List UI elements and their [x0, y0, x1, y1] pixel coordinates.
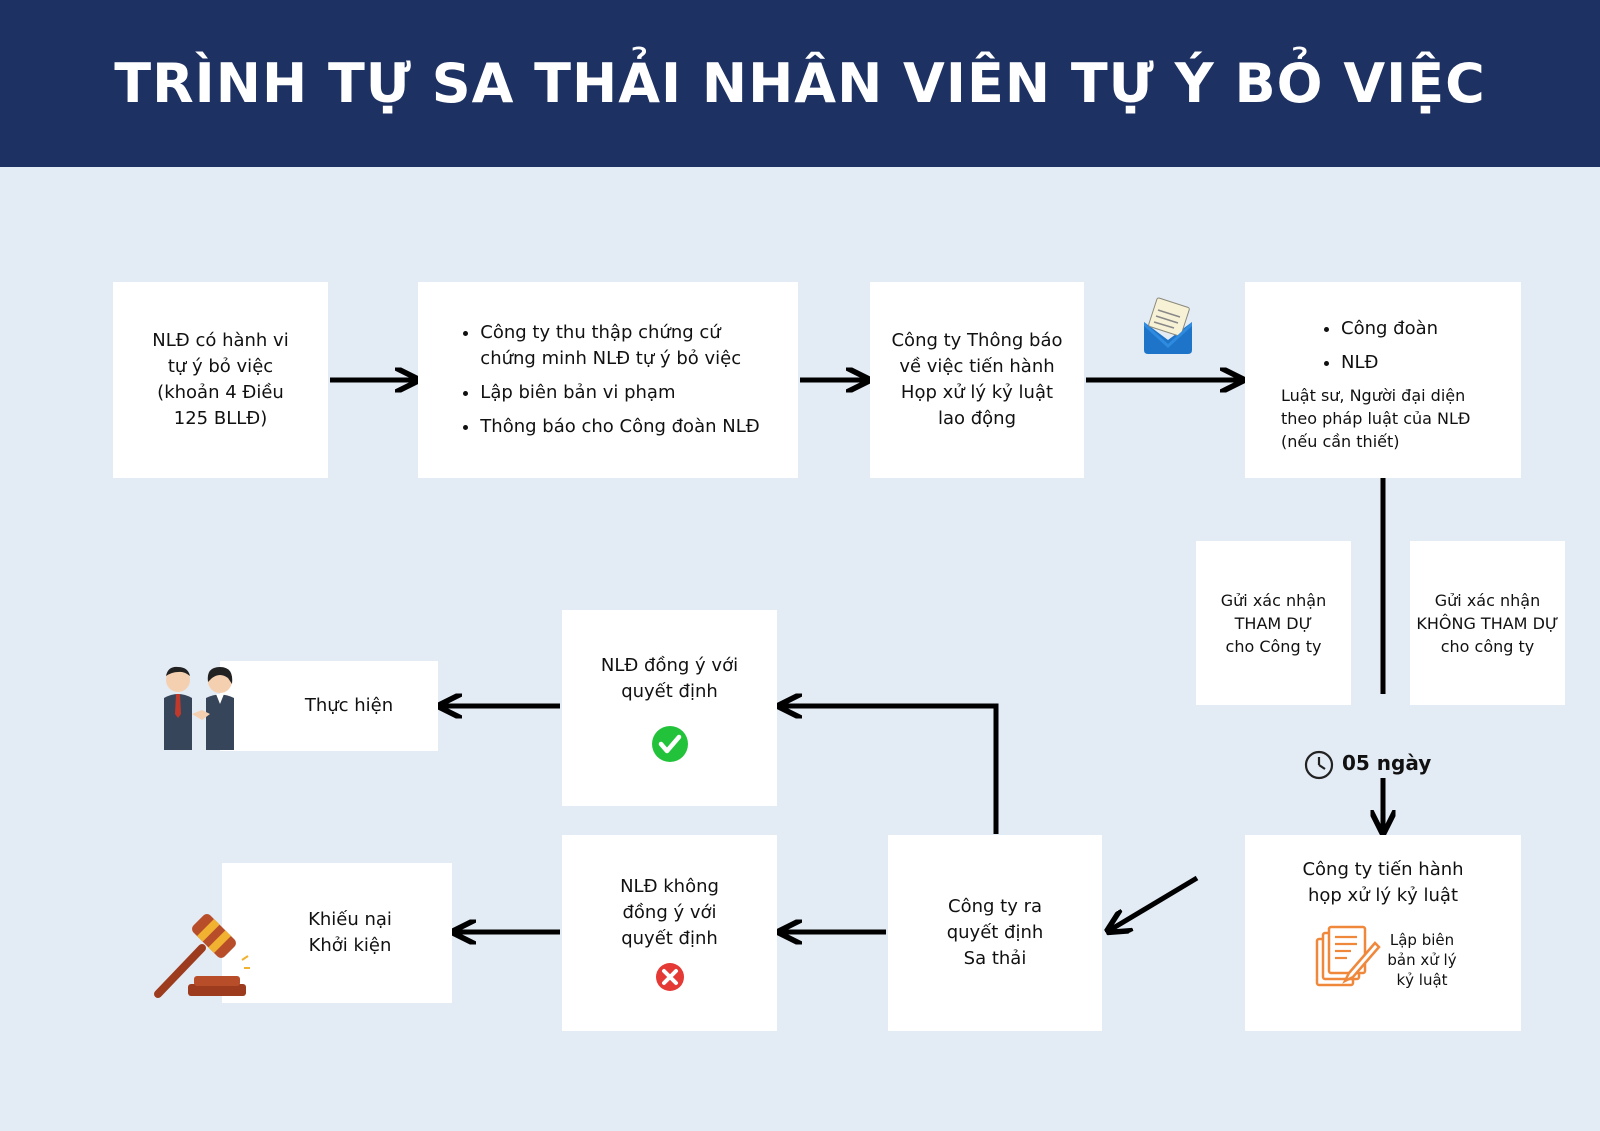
header-banner: TRÌNH TỰ SA THẢI NHÂN VIÊN TỰ Ý BỎ VIỆC: [0, 0, 1600, 167]
attendee-item: Công đoàn: [1341, 316, 1470, 342]
step-execute: Thực hiện: [220, 661, 438, 751]
disagree-text: NLĐ không đồng ý với quyết định: [620, 876, 719, 949]
step-employee-disagrees: NLĐ không đồng ý với quyết định: [562, 835, 777, 1031]
execute-text: Thực hiện: [304, 695, 394, 716]
step-employee-abandons: NLĐ có hành vi tự ý bỏ việc (khoản 4 Điề…: [113, 282, 328, 478]
meeting-text: Công ty tiến hành họp xử lý kỷ luật: [1302, 859, 1464, 906]
evidence-list: Công ty thu thập chứng cứ chứng minh NLĐ…: [456, 312, 759, 448]
step-dismissal-decision: Công ty ra quyết định Sa thải: [888, 835, 1102, 1031]
step-employee-abandons-text: NLĐ có hành vi tự ý bỏ việc (khoản 4 Điề…: [152, 330, 289, 429]
handshake-icon: [158, 664, 242, 750]
agree-text: NLĐ đồng ý với quyết định: [600, 655, 739, 702]
decision-text: Công ty ra quyết định Sa thải: [946, 896, 1044, 969]
confirm-attend-text: Gửi xác nhận THAM DỰ cho Công ty: [1220, 590, 1327, 656]
attendee-note: Luật sư, Người đại diện theo pháp luật c…: [1281, 385, 1471, 451]
evidence-item: Công ty thu thập chứng cứ chứng minh NLĐ…: [480, 320, 759, 372]
step-company-collects-evidence: Công ty thu thập chứng cứ chứng minh NLĐ…: [418, 282, 798, 478]
step-notify-text: Công ty Thông báo về việc tiến hành Họp …: [891, 330, 1063, 429]
confirm-not-attend-box: Gửi xác nhận KHÔNG THAM DỰ cho công ty: [1410, 541, 1565, 705]
cross-icon: [655, 962, 685, 992]
confirm-not-attend-text: Gửi xác nhận KHÔNG THAM DỰ cho công ty: [1416, 590, 1559, 656]
complain-text: Khiếu nại Khởi kiện: [308, 909, 392, 956]
page-title: TRÌNH TỰ SA THẢI NHÂN VIÊN TỰ Ý BỎ VIỆC: [114, 52, 1486, 115]
step-complaint-lawsuit: Khiếu nại Khởi kiện: [222, 863, 452, 1003]
arrow-decision-agree: [782, 706, 999, 834]
gavel-icon: [152, 908, 252, 1000]
days-label: 05 ngày: [1342, 751, 1432, 775]
step-disciplinary-meeting: Công ty tiến hành họp xử lý kỷ luật Lập …: [1245, 835, 1521, 1031]
document-pen-icon: [1309, 925, 1382, 995]
envelope-icon: [1138, 296, 1198, 358]
attendee-item: NLĐ: [1341, 350, 1470, 376]
confirm-attend-box: Gửi xác nhận THAM DỰ cho Công ty: [1196, 541, 1351, 705]
evidence-item: Thông báo cho Công đoàn NLĐ: [480, 414, 759, 440]
clock-icon: [1303, 749, 1335, 781]
step-company-notifies-meeting: Công ty Thông báo về việc tiến hành Họp …: [870, 282, 1084, 478]
check-icon: [651, 725, 689, 763]
step-employee-agrees: NLĐ đồng ý với quyết định: [562, 610, 777, 806]
evidence-item: Lập biên bản vi phạm: [480, 380, 759, 406]
attendee-list: Công đoàn NLĐ: [1281, 316, 1470, 376]
minutes-row: Lập biên bản xử lý kỷ luật: [1309, 925, 1457, 995]
arrow-meeting-decision: [1110, 875, 1199, 930]
step-attendees: Công đoàn NLĐ Luật sư, Người đại diện th…: [1245, 282, 1521, 478]
minutes-text: Lập biên bản xử lý kỷ luật: [1387, 931, 1457, 989]
